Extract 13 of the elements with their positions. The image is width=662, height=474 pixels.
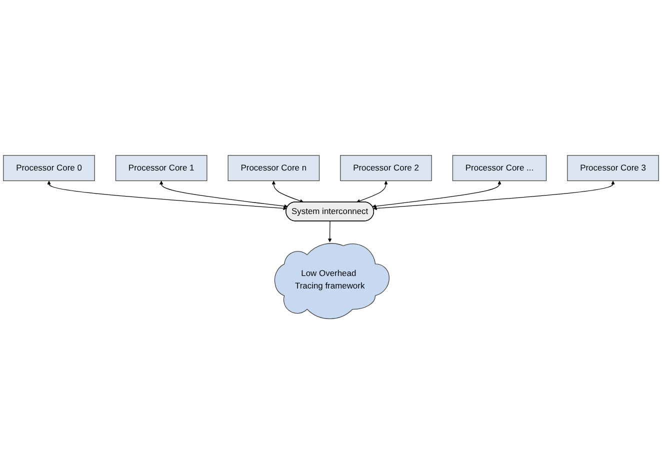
arrow [272, 180, 304, 203]
arrow [328, 220, 332, 242]
arrow [372, 180, 502, 208]
node-box: Processor Core n [228, 154, 320, 181]
node-box: Processor Core 3 [567, 154, 659, 181]
node-box: Processor Core ... [452, 154, 547, 181]
node-box: Processor Core 0 [3, 154, 95, 181]
arrow [373, 180, 615, 210]
node-box: Processor Core 1 [115, 154, 208, 181]
node-box: Processor Core 2 [340, 154, 432, 181]
arrow [159, 180, 288, 208]
arrow [47, 180, 287, 210]
arrow [356, 180, 388, 203]
